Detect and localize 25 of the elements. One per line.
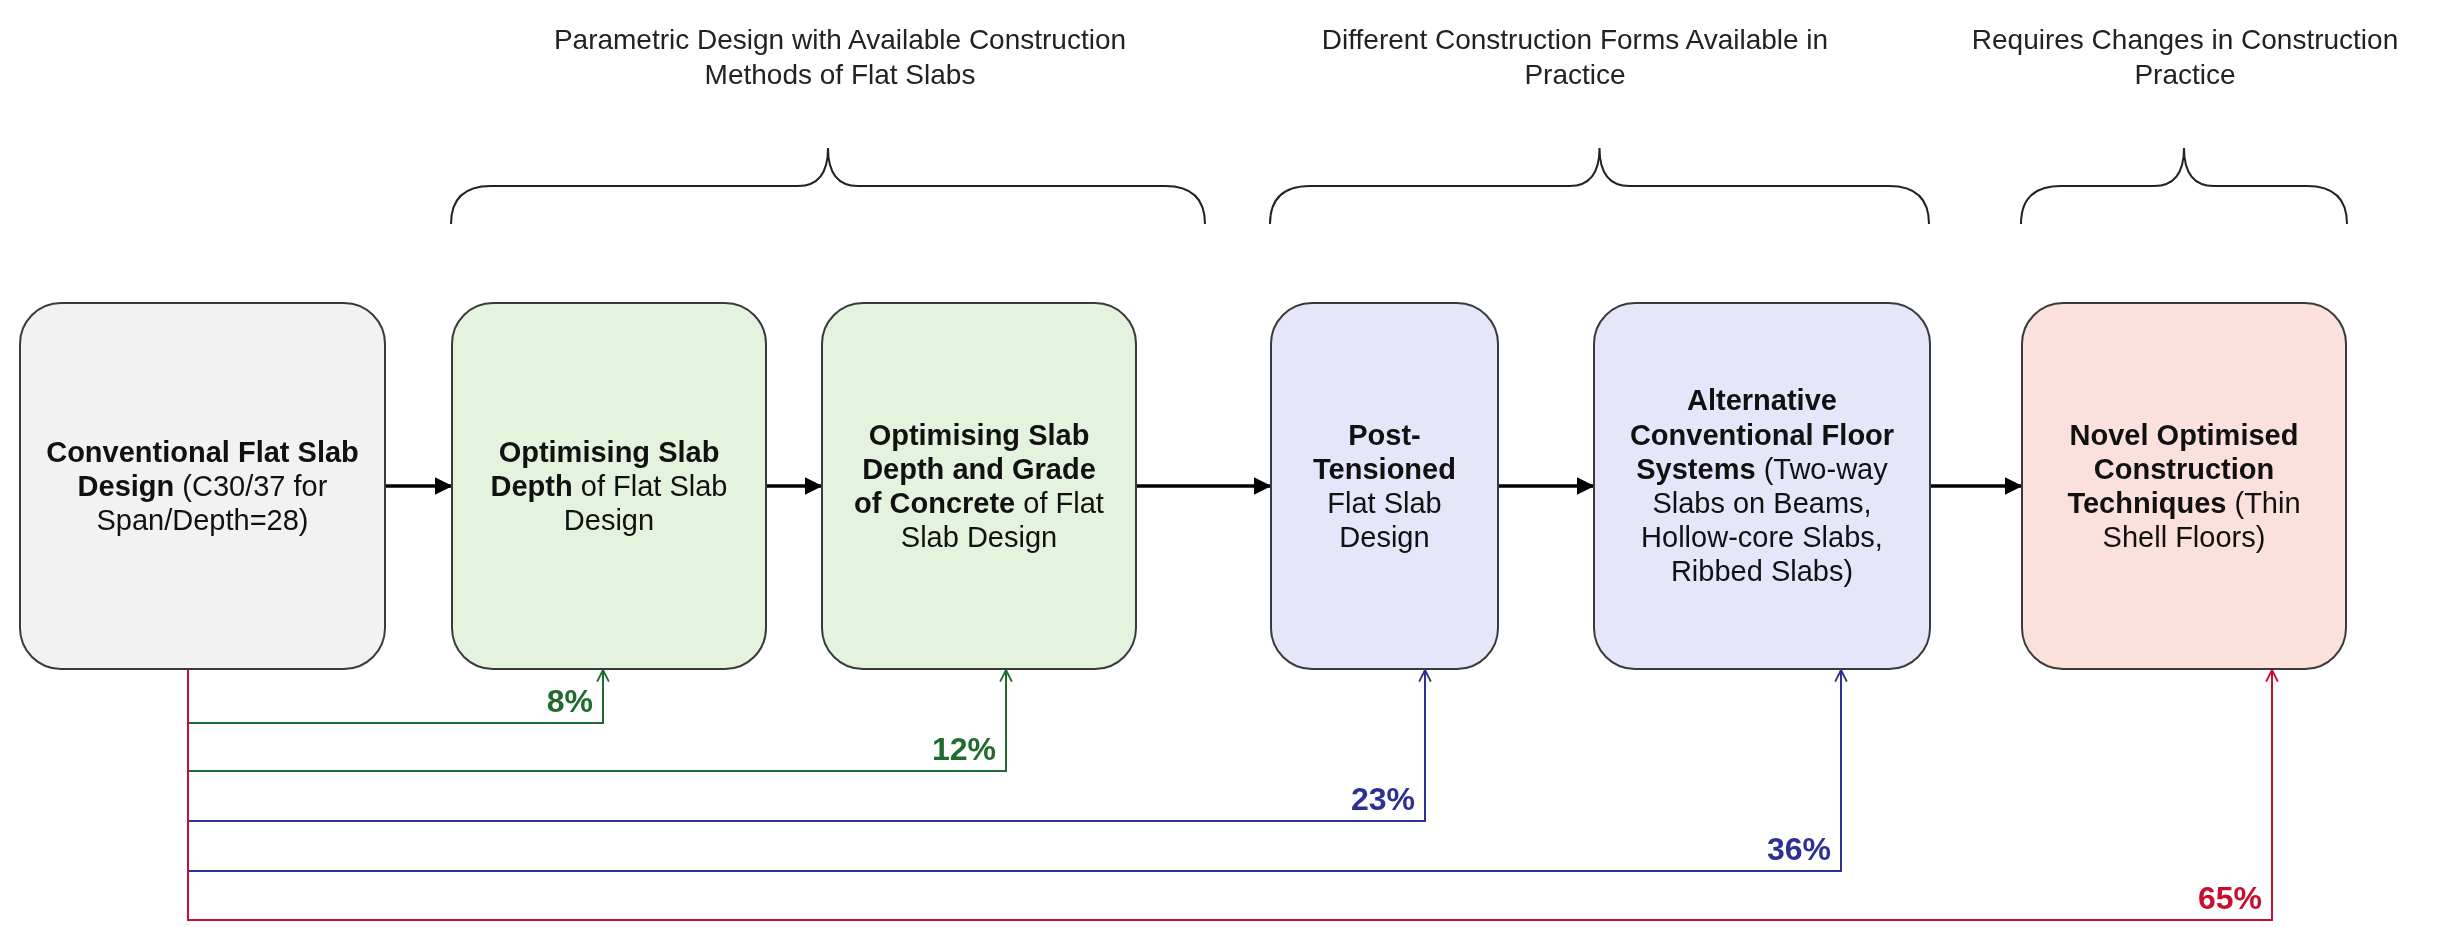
arrow — [187, 669, 2279, 921]
group-heading: Requires Changes in Construction Practice — [1970, 23, 2400, 92]
process-box — [1593, 302, 1931, 670]
box-text: Alternative Conventional Floor Systems (Two-way Slabs on Beams, Hollow-core Slabs, Ribbed Slabs) — [1628, 383, 1896, 589]
box-text: Novel Optimised Construction Techniques (Thin Shell Floors) — [2066, 417, 2302, 555]
process-box — [451, 302, 767, 670]
arrow — [187, 669, 1432, 822]
arrow — [386, 477, 453, 495]
group-heading: Different Construction Forms Available in Practice — [1320, 23, 1830, 92]
arrow — [187, 669, 610, 724]
group-heading: Parametric Design with Available Construction Methods of Flat Slabs — [552, 23, 1128, 92]
process-box — [821, 302, 1137, 670]
arrow — [1499, 477, 1595, 495]
arrow — [1137, 477, 1272, 495]
arrow — [187, 669, 1013, 772]
box-text: Optimising Slab Depth of Flat Slab Design — [489, 434, 729, 538]
arrow — [1931, 477, 2023, 495]
process-box — [1270, 302, 1499, 670]
arrow — [187, 669, 1848, 872]
box-text: Conventional Flat Slab Design (C30/37 for Span/Depth=28) — [45, 434, 360, 538]
process-box — [19, 302, 386, 670]
box-text: Post-Tensioned Flat Slab Design — [1312, 417, 1457, 555]
process-box — [2021, 302, 2347, 670]
arrow — [767, 477, 823, 495]
box-text: Optimising Slab Depth and Grade of Concrete of Flat Slab Design — [853, 417, 1105, 555]
